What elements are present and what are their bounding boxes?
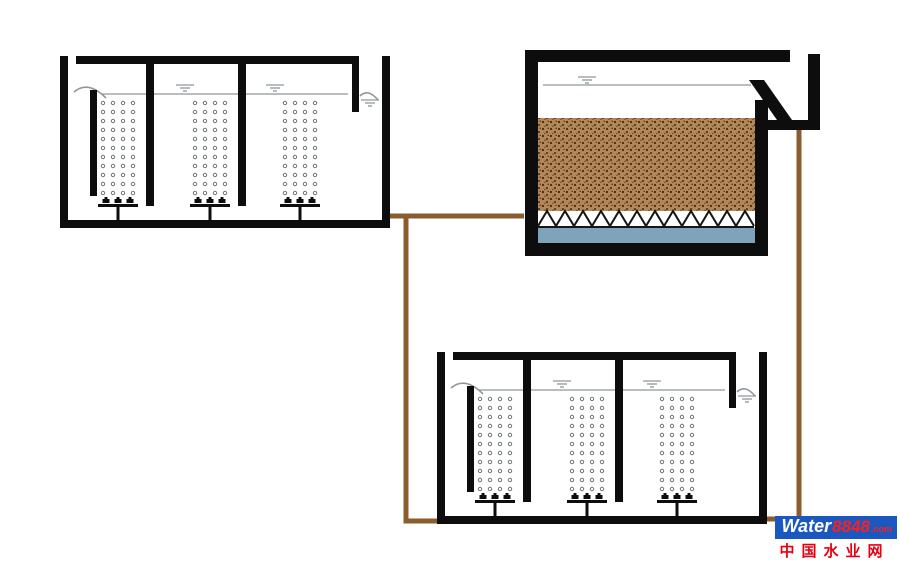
filter-clear-water-zone bbox=[538, 228, 755, 243]
filter-water-surface-mark bbox=[577, 76, 597, 84]
filter-outlet-weir bbox=[749, 80, 792, 120]
logo-tld-text: .com bbox=[870, 524, 892, 534]
logo-wordmark: Water 8848 .com bbox=[775, 516, 897, 539]
aeration-tank-lower bbox=[437, 352, 767, 524]
logo-subtitle-text: 中国水业网 bbox=[775, 540, 897, 561]
filter-bottom-wall bbox=[525, 243, 768, 256]
logo-number-text: 8848 bbox=[832, 517, 870, 536]
filter-top-wall bbox=[525, 50, 790, 62]
filter-underdrain-nozzles bbox=[537, 209, 755, 228]
logo-brand-text: Water bbox=[781, 516, 832, 536]
filter-media-bed bbox=[538, 118, 755, 211]
media-filter bbox=[525, 50, 820, 256]
water8848-logo: Water 8848 .com 中国水业网 bbox=[775, 516, 897, 561]
filter-outlet-channel-wall bbox=[808, 54, 820, 120]
pipe-riser-to-tank2-inlet bbox=[403, 216, 442, 524]
filter-outlet-channel-floor bbox=[768, 120, 820, 130]
filter-right-wall bbox=[755, 100, 768, 243]
aeration-tank-upper bbox=[60, 56, 390, 228]
pipe-filter-outlet-to-tank2 bbox=[764, 130, 802, 522]
filter-left-wall bbox=[525, 50, 538, 256]
